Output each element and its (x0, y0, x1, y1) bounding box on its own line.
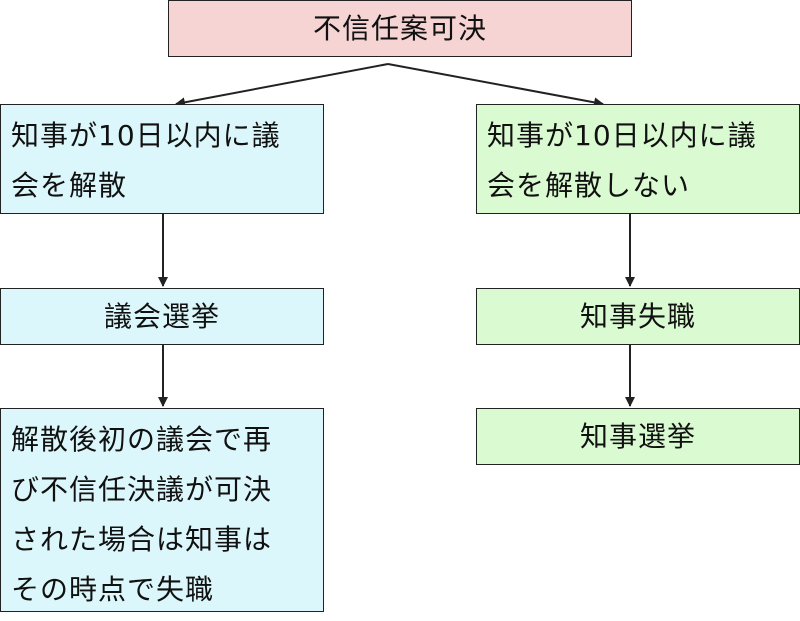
right-step3-box: 知事選挙 (476, 408, 800, 465)
arrow-top-to-right (387, 63, 604, 108)
left-step1-label: 知事が10日以内に議 会を解散 (11, 119, 281, 202)
left-step1-box: 知事が10日以内に議 会を解散 (0, 104, 324, 214)
arrow-top-to-left (175, 63, 389, 108)
right-step3-label: 知事選挙 (579, 419, 696, 453)
left-step2-box: 議会選挙 (0, 288, 324, 345)
top-box-label: 不信任案可決 (312, 11, 487, 45)
right-step1-box: 知事が10日以内に議 会を解散しない (476, 104, 800, 214)
left-step2-label: 議会選挙 (103, 299, 220, 333)
top-box: 不信任案可決 (168, 0, 632, 57)
left-step3-box: 解散後初の議会で再 び不信任決議が可決 された場合は知事は その時点で失職 (0, 408, 324, 612)
left-step3-label: 解散後初の議会で再 び不信任決議が可決 された場合は知事は その時点で失職 (11, 423, 273, 606)
right-step2-box: 知事失職 (476, 288, 800, 345)
right-step1-label: 知事が10日以内に議 会を解散しない (487, 119, 757, 202)
right-step2-label: 知事失職 (579, 299, 696, 333)
